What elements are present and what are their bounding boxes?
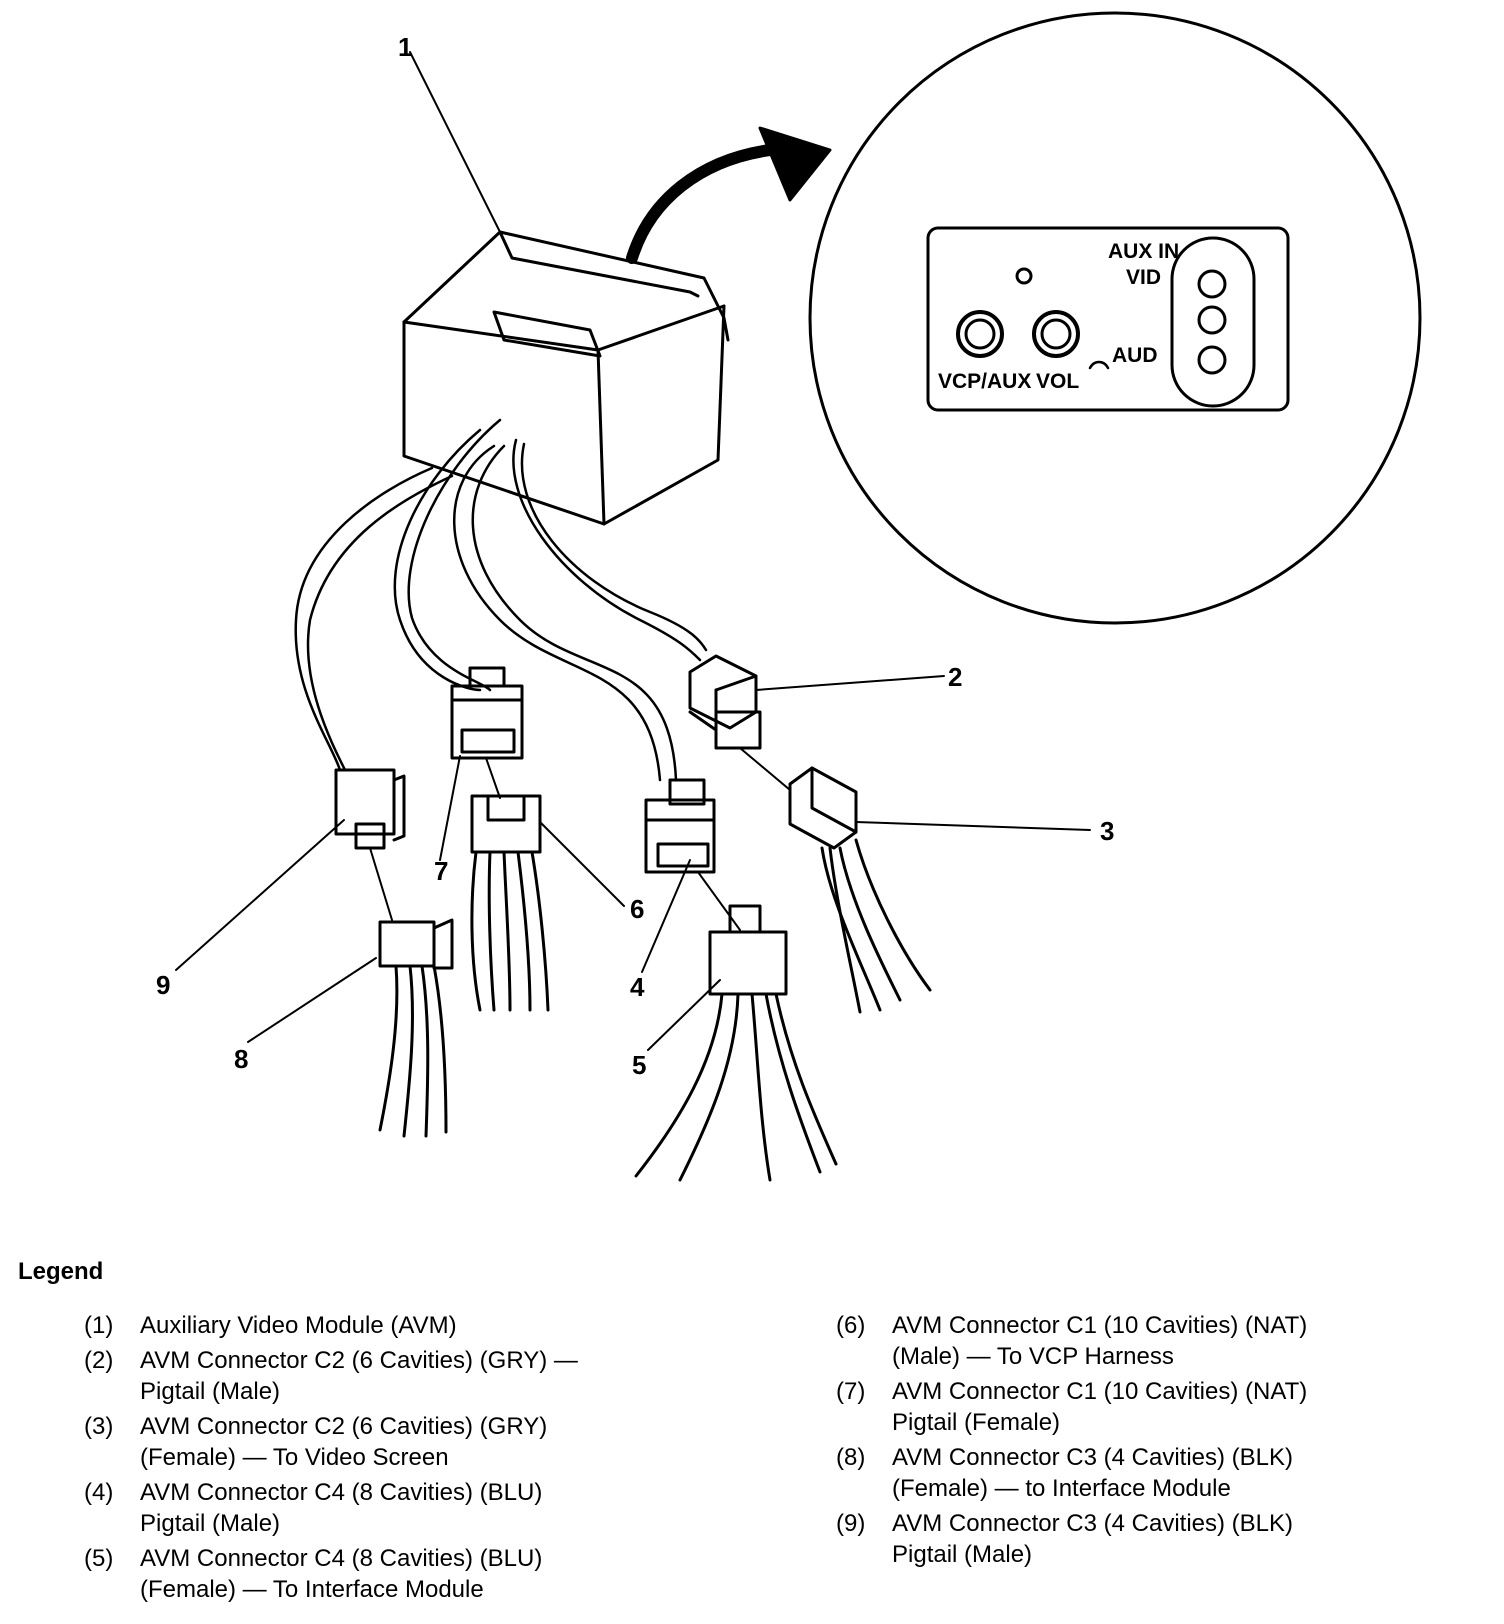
legend-item-line: Pigtail (Male) — [140, 1378, 281, 1405]
legend-item-number: (6) — [836, 1312, 866, 1339]
zoom-arrow — [626, 126, 832, 264]
legend-item-line: AVM Connector C3 (4 Cavities) (BLK) — [892, 1510, 1294, 1537]
magnified-panel-view — [808, 11, 1422, 625]
legend-item: (6) AVM Connector C1 (10 Cavities) (NAT) (… — [836, 1310, 1476, 1372]
connector-c3-pigtail-male — [334, 768, 406, 850]
legend-item: (9) AVM Connector C3 (4 Cavities) (BLK) Pi… — [836, 1508, 1476, 1570]
legend-item-text: AVM Connector C3 (4 Cavities) (BLK) (Fema… — [892, 1442, 1476, 1504]
connector-c4-female-interface — [634, 904, 838, 1182]
connector-c4-pigtail-male — [644, 778, 716, 874]
callout-3: 3 — [1100, 816, 1114, 846]
legend-item-number: (5) — [84, 1545, 114, 1572]
panel-label-vol: VOL — [1036, 370, 1079, 393]
legend-item-line: AVM Connector C2 (6 Cavities) (GRY) — [140, 1413, 548, 1440]
legend-item-line: AVM Connector C2 (6 Cavities) (GRY) — — [140, 1347, 578, 1374]
connector-c3-female-video — [788, 766, 932, 1014]
callout-1: 1 — [398, 32, 412, 62]
panel-label-aux-in: AUX IN — [1108, 240, 1179, 263]
legend-column-left: (1) Auxiliary Video Module (AVM) (2) AVM Co… — [84, 1310, 704, 1609]
mating-lines — [369, 747, 791, 931]
avm-diagram: AUX IN VID AUD VCP/AUX VOL 1 2 3 4 5 6 7… — [156, 11, 1422, 1182]
callout-5: 5 — [632, 1050, 646, 1080]
legend-item-text: AVM Connector C2 (6 Cavities) (GRY) — Pig… — [140, 1345, 704, 1407]
legend-item-line: AVM Connector C3 (4 Cavities) (BLK) — [892, 1444, 1294, 1471]
legend-item: (3) AVM Connector C2 (6 Cavities) (GRY) (F… — [84, 1411, 704, 1473]
panel-label-vid: VID — [1126, 266, 1161, 289]
legend-item: (1) Auxiliary Video Module (AVM) — [84, 1310, 704, 1341]
legend-item-text: Auxiliary Video Module (AVM) — [140, 1310, 704, 1341]
callout-9: 9 — [156, 970, 170, 1000]
legend-item-line: Pigtail (Male) — [140, 1510, 281, 1537]
legend-item-number: (9) — [836, 1510, 866, 1537]
panel-label-vcp-aux: VCP/AUX — [938, 370, 1031, 393]
auxiliary-video-module — [402, 230, 730, 526]
legend-item-line: AVM Connector C4 (8 Cavities) (BLU) — [140, 1545, 543, 1572]
legend-item-text: AVM Connector C3 (4 Cavities) (BLK) Pigta… — [892, 1508, 1476, 1570]
legend-item-line: AVM Connector C1 (10 Cavities) (NAT) — [892, 1378, 1308, 1405]
callout-4: 4 — [630, 972, 645, 1002]
callout-6: 6 — [630, 894, 644, 924]
callout-8: 8 — [234, 1044, 248, 1074]
leader-lines — [175, 51, 1091, 1051]
legend-item-line: (Male) — To VCP Harness — [892, 1343, 1174, 1370]
legend-item-text: AVM Connector C1 (10 Cavities) (NAT) Pigt… — [892, 1376, 1476, 1438]
legend-item-line: AVM Connector C1 (10 Cavities) (NAT) — [892, 1312, 1308, 1339]
legend-item-line: Auxiliary Video Module (AVM) — [140, 1312, 457, 1339]
connector-c1-male-vcp — [470, 794, 550, 1012]
legend-item: (7) AVM Connector C1 (10 Cavities) (NAT) P… — [836, 1376, 1476, 1438]
legend-item-line: Pigtail (Female) — [892, 1409, 1061, 1436]
legend-item: (4) AVM Connector C4 (8 Cavities) (BLU) Pi… — [84, 1477, 704, 1539]
callout-7: 7 — [434, 856, 448, 886]
legend-item-number: (3) — [84, 1413, 114, 1440]
legend-item-number: (2) — [84, 1347, 114, 1374]
legend-item-line: (Female) — To Video Screen — [140, 1444, 449, 1471]
legend-item-number: (7) — [836, 1378, 866, 1405]
wire-harness — [294, 418, 708, 782]
legend-item-text: AVM Connector C1 (10 Cavities) (NAT) (Mal… — [892, 1310, 1476, 1372]
legend-item-number: (8) — [836, 1444, 866, 1471]
legend-column-right: (6)AVM Connector C1 (10 Cavities) (NAT)(… — [836, 1310, 1476, 1574]
legend-item: (5) AVM Connector C4 (8 Cavities) (BLU) (F… — [84, 1543, 704, 1605]
callout-2: 2 — [948, 662, 962, 692]
legend-item-text: AVM Connector C2 (6 Cavities) (GRY) (Fema… — [140, 1411, 704, 1473]
legend-item: (2) AVM Connector C2 (6 Cavities) (GRY) —… — [84, 1345, 704, 1407]
legend: Legend (1) Auxiliary Video Module (AVM) (2… — [0, 1258, 1504, 1618]
legend-item-line: (Female) — to Interface Module — [892, 1475, 1231, 1502]
legend-item-text: AVM Connector C4 (8 Cavities) (BLU) (Fema… — [140, 1543, 704, 1605]
panel-label-aud: AUD — [1112, 344, 1158, 367]
legend-item-line: AVM Connector C4 (8 Cavities) (BLU) — [140, 1479, 543, 1506]
legend-title: Legend — [18, 1258, 104, 1285]
legend-item-line: (Female) — To Interface Module — [140, 1576, 484, 1603]
connector-c3-female-interface — [378, 918, 454, 1138]
legend-item-number: (1) — [84, 1312, 114, 1339]
connector-c1-pigtail-female — [450, 666, 524, 760]
legend-item-text: AVM Connector C4 (8 Cavities) (BLU) Pigta… — [140, 1477, 704, 1539]
legend-item-number: (4) — [84, 1479, 114, 1506]
legend-item: (8) AVM Connector C3 (4 Cavities) (BLK) (F… — [836, 1442, 1476, 1504]
connector-c2-male — [688, 654, 762, 750]
legend-item-line: Pigtail (Male) — [892, 1541, 1033, 1568]
